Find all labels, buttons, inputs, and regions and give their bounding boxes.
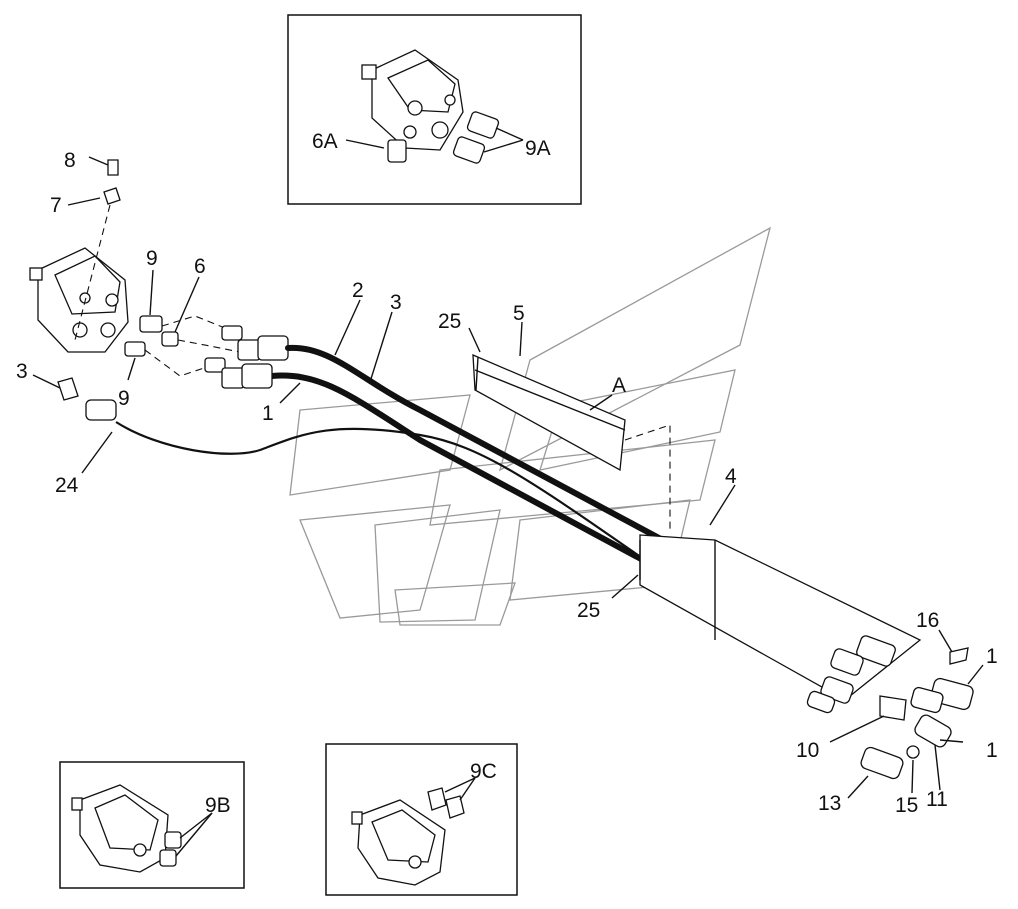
watermark-logo — [289, 226, 772, 626]
inset-6A-9A-frame — [287, 14, 582, 205]
inset-pump-9C — [351, 787, 465, 886]
label-25-lower: 25 — [577, 599, 600, 622]
fitting-10 — [879, 695, 907, 721]
label-14-upper: 1 — [986, 645, 998, 668]
fitting-13 — [860, 746, 904, 780]
fitting-6 — [161, 331, 179, 347]
fitting-8 — [107, 159, 119, 176]
main-pump — [29, 247, 129, 353]
inset-9B-frame — [59, 761, 245, 889]
label-4: 4 — [725, 465, 737, 488]
label-11: 11 — [926, 788, 948, 811]
label-24: 24 — [55, 474, 79, 497]
label-9-lower: 9 — [118, 387, 130, 410]
label-A: A — [612, 374, 626, 397]
label-2: 2 — [352, 279, 364, 302]
label-6A: 6A — [312, 130, 338, 153]
fitting-7 — [103, 187, 121, 205]
fitting-24 — [85, 399, 117, 421]
elbow-3 — [57, 377, 79, 401]
label-14-lower: 1 — [986, 739, 998, 762]
label-1: 1 — [262, 402, 274, 425]
label-6: 6 — [194, 255, 206, 278]
fitting-9-upper — [139, 315, 163, 333]
label-8: 8 — [64, 149, 76, 172]
boom-tube-4 — [639, 534, 922, 701]
label-3-left: 3 — [16, 360, 28, 383]
inset-pump-top — [361, 49, 500, 164]
label-7: 7 — [50, 194, 62, 217]
label-15: 15 — [895, 794, 918, 817]
label-25-upper: 25 — [438, 310, 461, 333]
label-10: 10 — [796, 739, 819, 762]
label-13: 13 — [818, 792, 841, 815]
inset-pump-9B — [71, 784, 182, 873]
label-9C: 9C — [470, 760, 497, 783]
fitting-11 — [914, 714, 952, 748]
label-3-hose: 3 — [390, 291, 402, 314]
label-9-upper: 9 — [146, 247, 158, 270]
label-9B: 9B — [205, 794, 231, 817]
label-16: 16 — [916, 609, 939, 632]
o-ring-15 — [906, 745, 920, 759]
fitting-9-lower — [124, 341, 146, 357]
cap-16 — [949, 647, 969, 665]
label-5: 5 — [513, 302, 525, 325]
label-9A: 9A — [525, 137, 551, 160]
inset-9C-frame — [325, 743, 518, 896]
